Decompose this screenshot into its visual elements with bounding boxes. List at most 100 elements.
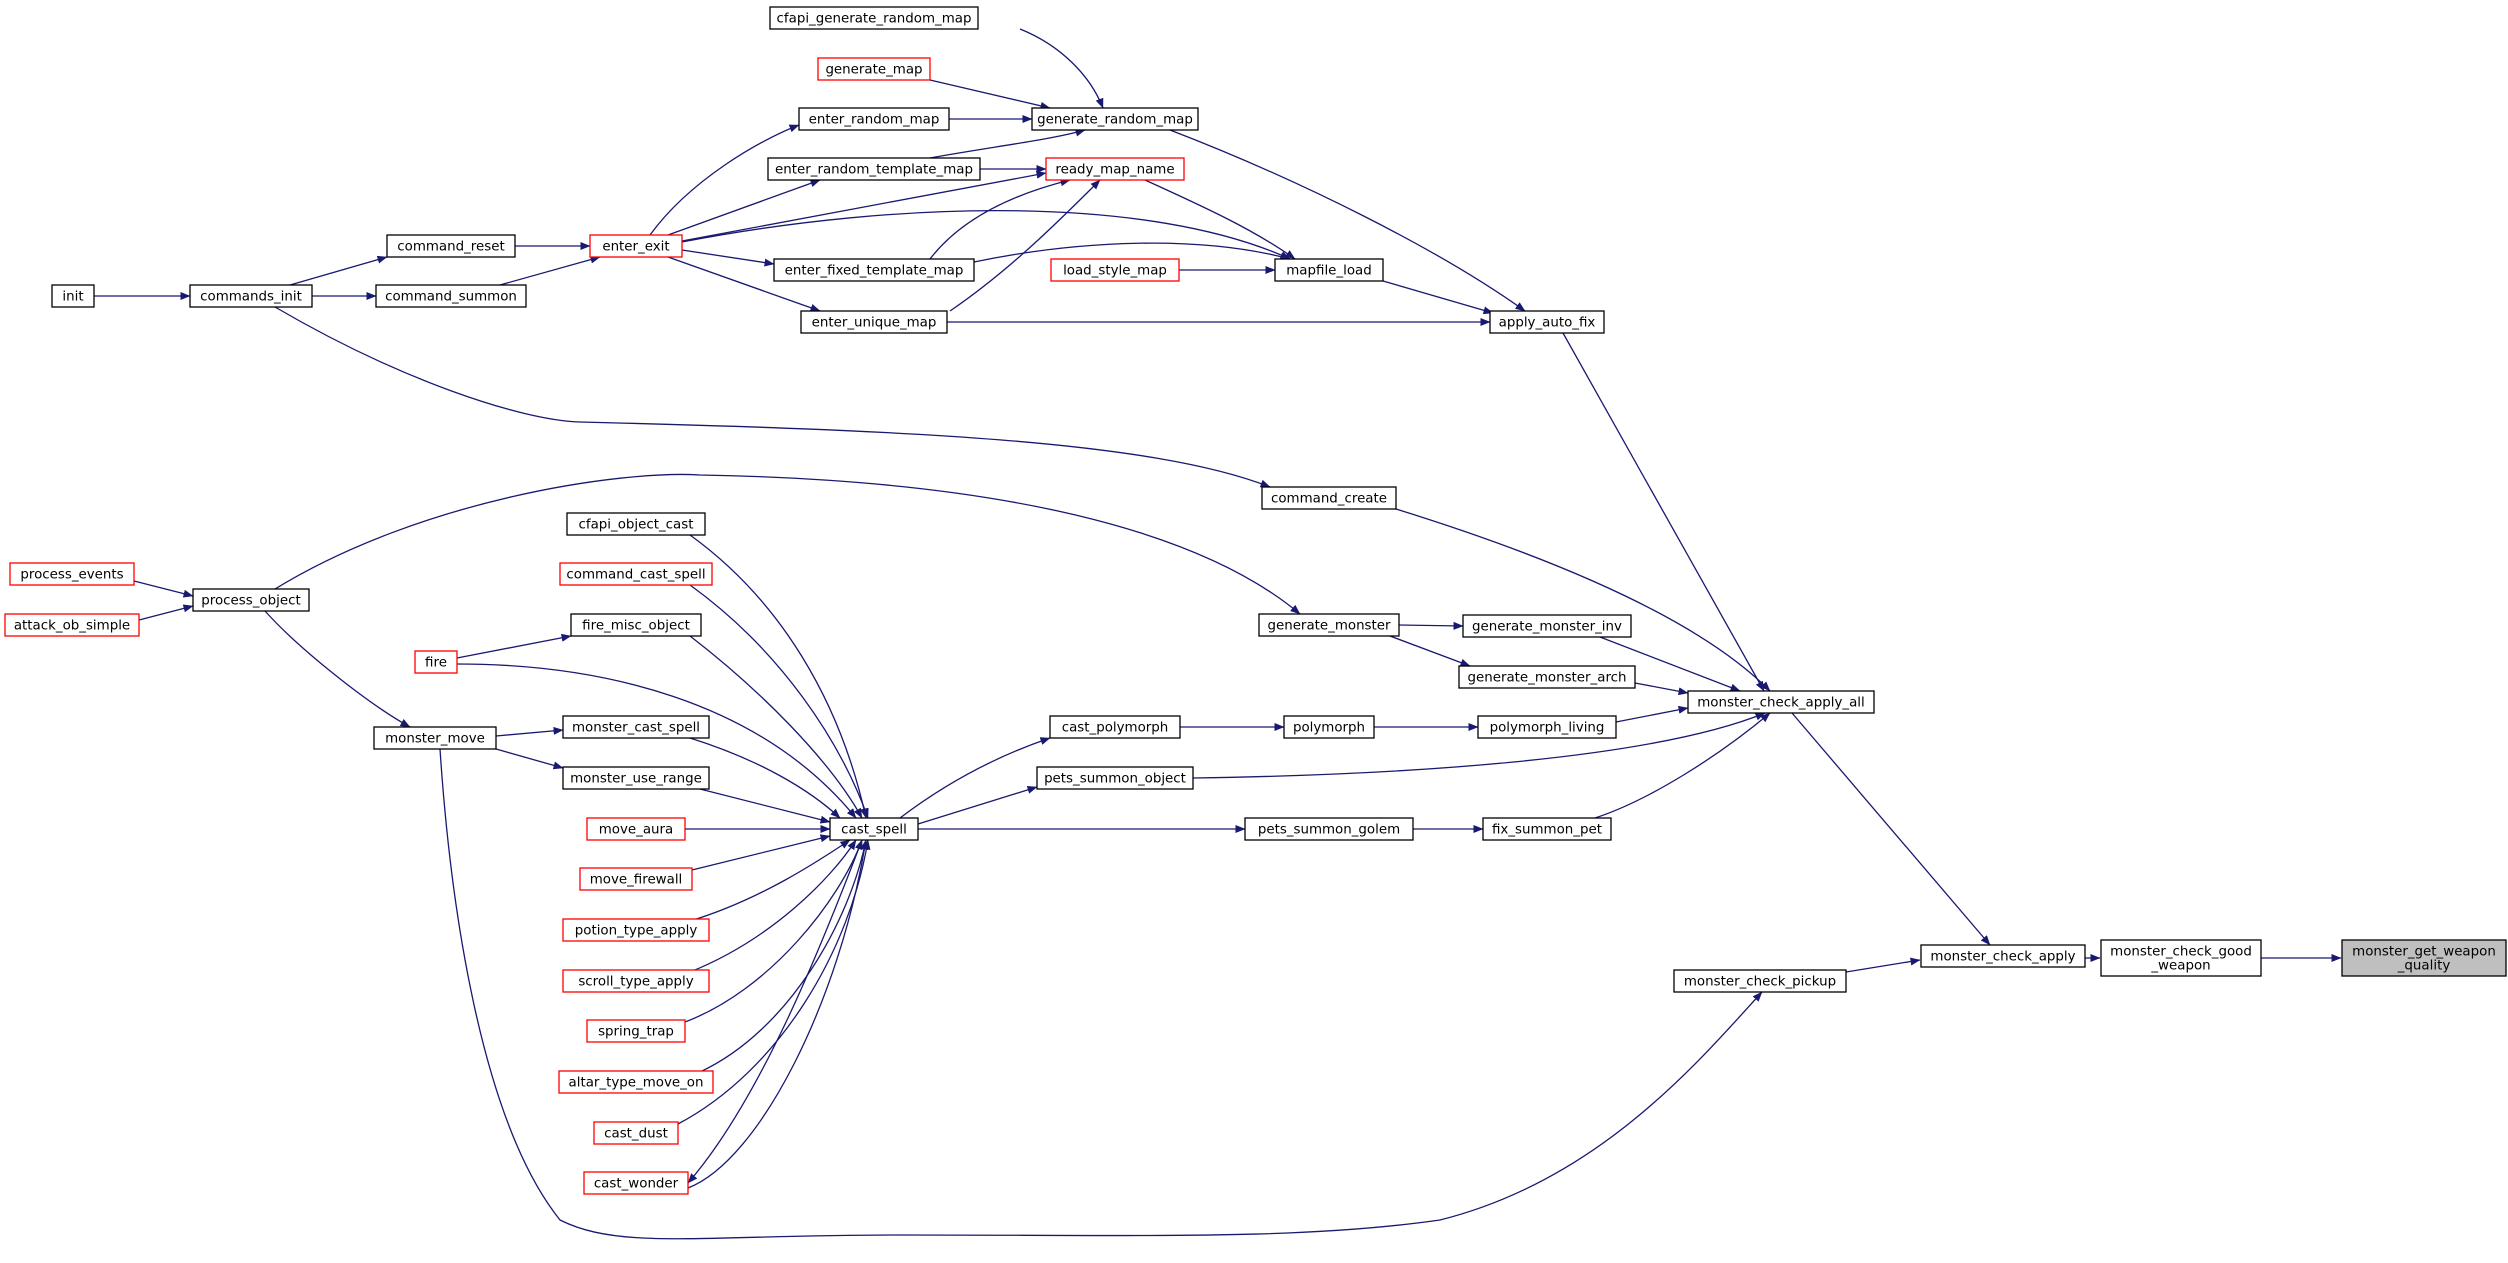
node-mapfile-load[interactable]: mapfile_load bbox=[1274, 258, 1384, 282]
node-enter-fixed-template-map[interactable]: enter_fixed_template_map bbox=[773, 258, 975, 282]
node-label-command-cast-spell: command_cast_spell bbox=[566, 568, 705, 583]
node-cast-dust[interactable]: cast_dust bbox=[593, 1121, 679, 1145]
node-cast-wonder[interactable]: cast_wonder bbox=[583, 1171, 689, 1195]
node-generate-random-map[interactable]: generate_random_map bbox=[1031, 107, 1199, 131]
node-altar-type-move-on[interactable]: altar_type_move_on bbox=[558, 1070, 714, 1094]
node-label-polymorph-living: polymorph_living bbox=[1490, 721, 1605, 736]
node-box-monster-check-good-weapon bbox=[2100, 939, 2262, 977]
node-label-command-create: command_create bbox=[1271, 492, 1387, 507]
edge-command-cast-spell-to-cast-spell bbox=[689, 584, 869, 819]
node-box-cfapi-generate-random-map bbox=[769, 6, 979, 30]
node-process-events[interactable]: process_events bbox=[9, 562, 135, 586]
node-monster-check-apply[interactable]: monster_check_apply bbox=[1920, 944, 2086, 968]
node-cfapi-object-cast[interactable]: cfapi_object_cast bbox=[566, 512, 706, 536]
edge-commands-init-to-command-reset bbox=[289, 255, 388, 286]
node-label-monster-check-apply-all: monster_check_apply_all bbox=[1697, 696, 1864, 711]
edge-enter-exit-to-enter-fixed-template-map bbox=[681, 249, 775, 267]
edge-enter-exit-to-enter-random-map bbox=[649, 124, 800, 236]
node-monster-get-weapon-quality[interactable]: monster_get_weapon_quality bbox=[2341, 939, 2507, 977]
node-command-create[interactable]: command_create bbox=[1261, 486, 1397, 510]
edge-cast-spell-to-cast-wonder bbox=[687, 839, 863, 1184]
node-box-command-create bbox=[1261, 486, 1397, 510]
node-monster-move[interactable]: monster_move bbox=[373, 726, 497, 750]
node-label-command-reset: command_reset bbox=[397, 240, 504, 255]
node-pets-summon-golem[interactable]: pets_summon_golem bbox=[1244, 817, 1414, 841]
node-enter-random-map[interactable]: enter_random_map bbox=[798, 107, 950, 131]
node-attack-ob-simple[interactable]: attack_ob_simple bbox=[4, 613, 140, 637]
node-label-enter-random-map: enter_random_map bbox=[809, 113, 940, 128]
node-box-pets-summon-object bbox=[1036, 766, 1194, 790]
node-init[interactable]: init bbox=[51, 284, 95, 308]
edge-command-create-to-monster-check-apply-all bbox=[1395, 508, 1771, 692]
node-ready-map-name[interactable]: ready_map_name bbox=[1045, 157, 1185, 181]
node-generate-map[interactable]: generate_map bbox=[817, 57, 931, 81]
node-label-monster-move: monster_move bbox=[385, 732, 485, 747]
node-box-generate-map bbox=[817, 57, 931, 81]
node-label-generate-monster-inv: generate_monster_inv bbox=[1472, 620, 1622, 635]
node-box-apply-auto-fix bbox=[1489, 310, 1605, 334]
edge-process-object-to-generate-monster bbox=[274, 473, 1301, 615]
node-commands-init[interactable]: commands_init bbox=[189, 284, 313, 308]
node-label-cfapi-generate-random-map: cfapi_generate_random_map bbox=[777, 12, 972, 27]
node-box-altar-type-move-on bbox=[558, 1070, 714, 1094]
node-load-style-map[interactable]: load_style_map bbox=[1050, 258, 1180, 282]
node-box-polymorph-living bbox=[1477, 715, 1617, 739]
node-apply-auto-fix[interactable]: apply_auto_fix bbox=[1489, 310, 1605, 334]
node-move-firewall[interactable]: move_firewall bbox=[579, 867, 693, 891]
node-spring-trap[interactable]: spring_trap bbox=[586, 1019, 686, 1043]
node-move-aura[interactable]: move_aura bbox=[586, 817, 686, 841]
node-label-move-firewall: move_firewall bbox=[590, 873, 683, 888]
node-cast-polymorph[interactable]: cast_polymorph bbox=[1049, 715, 1181, 739]
edge-altar-type-move-on-to-cast-spell bbox=[699, 839, 869, 1073]
edge-generate-monster-inv-to-monster-check-apply-all bbox=[1599, 636, 1741, 692]
edge-process-events-to-process-object bbox=[133, 580, 194, 598]
node-monster-check-apply-all[interactable]: monster_check_apply_all bbox=[1687, 690, 1875, 714]
node-command-cast-spell[interactable]: command_cast_spell bbox=[559, 562, 713, 586]
edge-generate-map-to-generate-random-map bbox=[929, 79, 1051, 110]
node-box-load-style-map bbox=[1050, 258, 1180, 282]
edge-cfapi-generate-random-map-to-generate-random-map bbox=[1019, 28, 1104, 109]
node-generate-monster[interactable]: generate_monster bbox=[1258, 613, 1400, 637]
node-command-summon[interactable]: command_summon bbox=[375, 284, 527, 308]
node-box-enter-fixed-template-map bbox=[773, 258, 975, 282]
node-fire[interactable]: fire bbox=[414, 650, 458, 674]
node-enter-unique-map[interactable]: enter_unique_map bbox=[800, 310, 948, 334]
node-fix-summon-pet[interactable]: fix_summon_pet bbox=[1482, 817, 1612, 841]
node-box-attack-ob-simple bbox=[4, 613, 140, 637]
edge-command-summon-to-enter-exit bbox=[499, 255, 601, 286]
edge-enter-unique-map-to-ready-map-name bbox=[949, 179, 1101, 312]
node-enter-exit[interactable]: enter_exit bbox=[589, 234, 683, 258]
node-pets-summon-object[interactable]: pets_summon_object bbox=[1036, 766, 1194, 790]
edge-monster-move-to-monster-use-range bbox=[495, 748, 564, 770]
node-monster-check-pickup[interactable]: monster_check_pickup bbox=[1673, 969, 1847, 993]
node-label-monster-cast-spell: monster_cast_spell bbox=[572, 721, 700, 736]
node-polymorph-living[interactable]: polymorph_living bbox=[1477, 715, 1617, 739]
node-box-monster-check-apply-all bbox=[1687, 690, 1875, 714]
node-monster-use-range[interactable]: monster_use_range bbox=[562, 766, 710, 790]
node-label-polymorph: polymorph bbox=[1293, 721, 1365, 736]
edge-pets-summon-object-to-monster-check-apply-all bbox=[1192, 712, 1766, 779]
node-fire-misc-object[interactable]: fire_misc_object bbox=[570, 613, 702, 637]
node-polymorph[interactable]: polymorph bbox=[1283, 715, 1375, 739]
node-monster-cast-spell[interactable]: monster_cast_spell bbox=[562, 715, 710, 739]
edge-mapfile-load-to-apply-auto-fix bbox=[1382, 280, 1494, 315]
node-label-pets-summon-golem: pets_summon_golem bbox=[1258, 823, 1400, 838]
node-cast-spell[interactable]: cast_spell bbox=[829, 817, 919, 841]
node-box-generate-monster-inv bbox=[1462, 614, 1632, 638]
node-enter-random-template-map[interactable]: enter_random_template_map bbox=[767, 157, 981, 181]
node-command-reset[interactable]: command_reset bbox=[386, 234, 516, 258]
node-box-cast-dust bbox=[593, 1121, 679, 1145]
node-monster-check-good-weapon[interactable]: monster_check_good_weapon bbox=[2100, 939, 2262, 977]
node-box-command-summon bbox=[375, 284, 527, 308]
node-generate-monster-inv[interactable]: generate_monster_inv bbox=[1462, 614, 1632, 638]
edge-enter-exit-to-enter-unique-map bbox=[667, 256, 821, 312]
node-cfapi-generate-random-map[interactable]: cfapi_generate_random_map bbox=[769, 6, 979, 30]
node-process-object[interactable]: process_object bbox=[192, 588, 310, 612]
node-scroll-type-apply[interactable]: scroll_type_apply bbox=[562, 969, 710, 993]
node-label-monster-get-weapon-quality: _quality bbox=[2397, 959, 2451, 974]
node-box-enter-random-template-map bbox=[767, 157, 981, 181]
node-label-cast-wonder: cast_wonder bbox=[594, 1177, 679, 1192]
node-generate-monster-arch[interactable]: generate_monster_arch bbox=[1458, 665, 1636, 689]
node-potion-type-apply[interactable]: potion_type_apply bbox=[562, 918, 710, 942]
edge-monster-use-range-to-cast-spell bbox=[699, 788, 831, 824]
